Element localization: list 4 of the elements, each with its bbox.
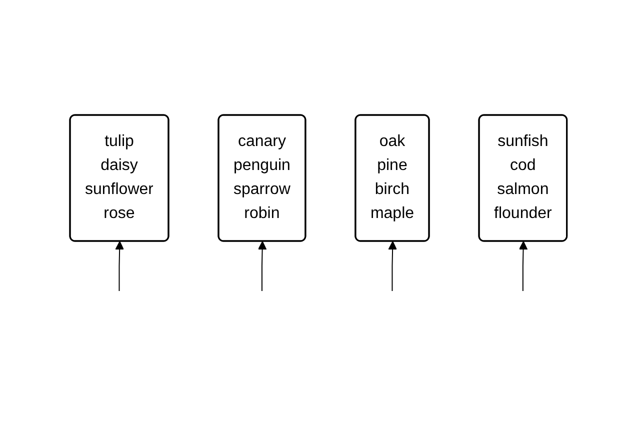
arrow <box>257 241 266 292</box>
arrow <box>114 241 124 292</box>
arrow <box>388 241 397 292</box>
arrow <box>518 241 528 292</box>
